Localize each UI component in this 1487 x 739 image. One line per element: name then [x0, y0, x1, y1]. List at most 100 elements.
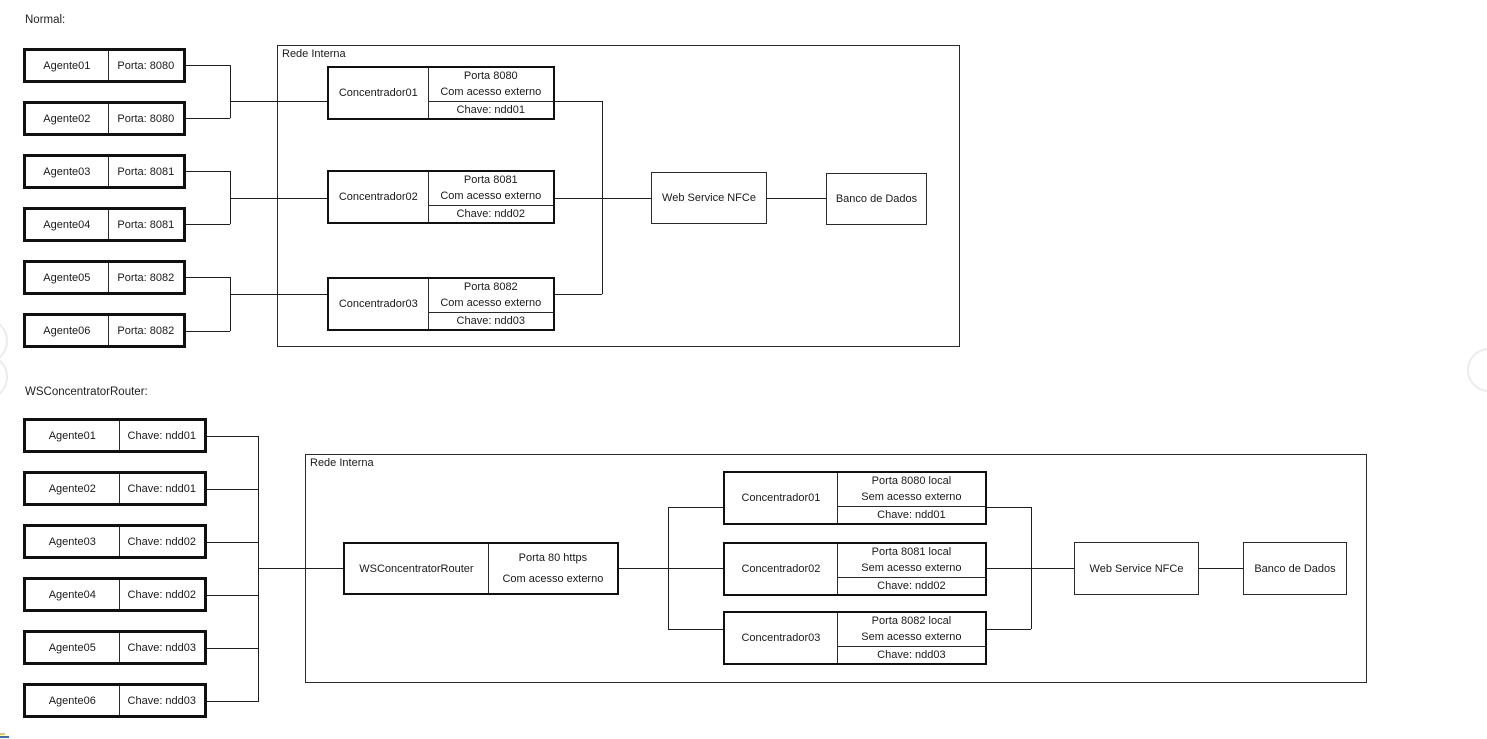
concentrator-node: Concentrador01 Porta 8080 Com acesso ext…	[327, 66, 555, 120]
agent-key: Chave: ndd01	[127, 482, 197, 495]
concentrator-access: Sem acesso externo	[861, 631, 962, 644]
concentrator-node: Concentrador02 Porta 8081 Com acesso ext…	[327, 170, 555, 224]
agent-name: Agente03	[26, 157, 109, 186]
connector-line	[555, 198, 651, 199]
connector-line	[668, 629, 723, 630]
connector-line	[987, 568, 1074, 569]
agent-node: Agente05 Porta: 8082	[23, 260, 186, 295]
agent-node: Agente03 Porta: 8081	[23, 154, 186, 189]
concentrator-node: Concentrador01 Porta 8080 local Sem aces…	[723, 471, 987, 525]
agent-node: Agente05 Chave: ndd03	[23, 630, 207, 665]
agent-node: Agente01 Chave: ndd01	[23, 418, 207, 453]
page-edge-artifact	[0, 354, 8, 400]
agent-name: Agente01	[26, 421, 120, 450]
connector-line	[186, 171, 230, 172]
concentrator-node: Concentrador03 Porta 8082 Com acesso ext…	[327, 277, 555, 331]
concentrator-key: Chave: ndd03	[456, 314, 526, 327]
connector-line	[186, 224, 230, 225]
connector-line	[1199, 568, 1243, 569]
router-access: Com acesso externo	[502, 572, 604, 585]
connector-line	[186, 65, 230, 66]
database-node: Banco de Dados	[826, 173, 927, 225]
agent-key: Chave: ndd01	[127, 429, 197, 442]
connector-line	[555, 294, 602, 295]
concentrator-name: Concentrador03	[725, 613, 838, 663]
connector-line	[230, 294, 327, 295]
connector-line	[207, 436, 258, 437]
connector-line	[186, 118, 230, 119]
internal-network-label: Rede Interna	[310, 457, 374, 469]
concentrator-port: Porta 8080 local	[871, 475, 952, 488]
agent-key: Chave: ndd03	[127, 641, 197, 654]
connector-line	[207, 489, 258, 490]
connector-line	[186, 277, 230, 278]
router-node: WSConcentratorRouter Porta 80 https Com …	[343, 542, 619, 595]
section-title-wsconcentratorrouter: WSConcentratorRouter:	[25, 386, 148, 398]
corner-icon-fragment	[0, 736, 9, 738]
concentrator-access: Com acesso externo	[440, 190, 542, 203]
agent-name: Agente03	[26, 527, 120, 556]
connector-line	[668, 507, 669, 629]
concentrator-port: Porta 8080	[463, 70, 518, 83]
concentrator-access: Com acesso externo	[440, 297, 542, 310]
concentrator-access: Com acesso externo	[440, 86, 542, 99]
concentrator-name: Concentrador01	[329, 68, 429, 118]
agent-name: Agente06	[26, 316, 109, 345]
concentrator-key: Chave: ndd02	[877, 579, 946, 592]
agent-name: Agente02	[26, 104, 109, 133]
agent-port: Porta: 8080	[117, 59, 175, 72]
concentrator-port: Porta 8081	[463, 174, 518, 187]
concentrator-node: Concentrador02 Porta 8081 local Sem aces…	[723, 542, 987, 596]
webservice-node: Web Service NFCe	[651, 172, 767, 224]
agent-node: Agente04 Chave: ndd02	[23, 577, 207, 612]
connector-line	[230, 171, 231, 224]
connector-line	[767, 198, 826, 199]
agent-name: Agente05	[26, 633, 120, 662]
agent-port: Porta: 8081	[117, 218, 175, 231]
agent-node: Agente03 Chave: ndd02	[23, 524, 207, 559]
agent-port: Porta: 8082	[117, 324, 175, 337]
concentrator-key: Chave: ndd01	[456, 103, 526, 116]
connector-line	[207, 701, 258, 702]
agent-node: Agente04 Porta: 8081	[23, 207, 186, 242]
agent-node: Agente01 Porta: 8080	[23, 48, 186, 83]
agent-port: Porta: 8080	[117, 112, 175, 125]
concentrator-port: Porta 8082	[463, 281, 518, 294]
connector-line	[987, 507, 1031, 508]
agent-port: Porta: 8081	[117, 165, 175, 178]
connector-line	[207, 595, 258, 596]
agent-node: Agente02 Chave: ndd01	[23, 471, 207, 506]
concentrator-port: Porta 8082 local	[871, 615, 952, 628]
agent-node: Agente06 Porta: 8082	[23, 313, 186, 348]
connector-line	[668, 507, 723, 508]
concentrator-node: Concentrador03 Porta 8082 local Sem aces…	[723, 611, 987, 665]
database-node: Banco de Dados	[1243, 542, 1347, 595]
agent-name: Agente06	[26, 686, 120, 715]
connector-line	[619, 568, 723, 569]
agent-key: Chave: ndd02	[127, 588, 197, 601]
concentrator-name: Concentrador02	[725, 544, 838, 594]
connector-line	[230, 277, 231, 331]
connector-line	[186, 331, 230, 332]
agent-name: Agente02	[26, 474, 120, 503]
concentrator-key: Chave: ndd03	[877, 648, 946, 661]
connector-line	[230, 65, 231, 118]
connector-line	[1031, 507, 1032, 629]
internal-network-label: Rede Interna	[282, 48, 346, 60]
connector-line	[258, 568, 343, 569]
concentrator-port: Porta 8081 local	[871, 546, 952, 559]
page-edge-artifact	[1467, 348, 1487, 392]
concentrator-name: Concentrador02	[329, 172, 429, 222]
concentrator-access: Sem acesso externo	[861, 491, 962, 504]
agent-name: Agente05	[26, 263, 109, 292]
connector-line	[207, 542, 258, 543]
agent-name: Agente04	[26, 580, 120, 609]
connector-line	[987, 629, 1031, 630]
internal-network-frame: Rede Interna	[277, 45, 960, 347]
concentrator-name: Concentrador03	[329, 279, 429, 329]
agent-port: Porta: 8082	[117, 271, 175, 284]
page-edge-artifact	[0, 318, 8, 364]
section-title-normal: Normal:	[25, 14, 66, 26]
connector-line	[602, 101, 603, 294]
